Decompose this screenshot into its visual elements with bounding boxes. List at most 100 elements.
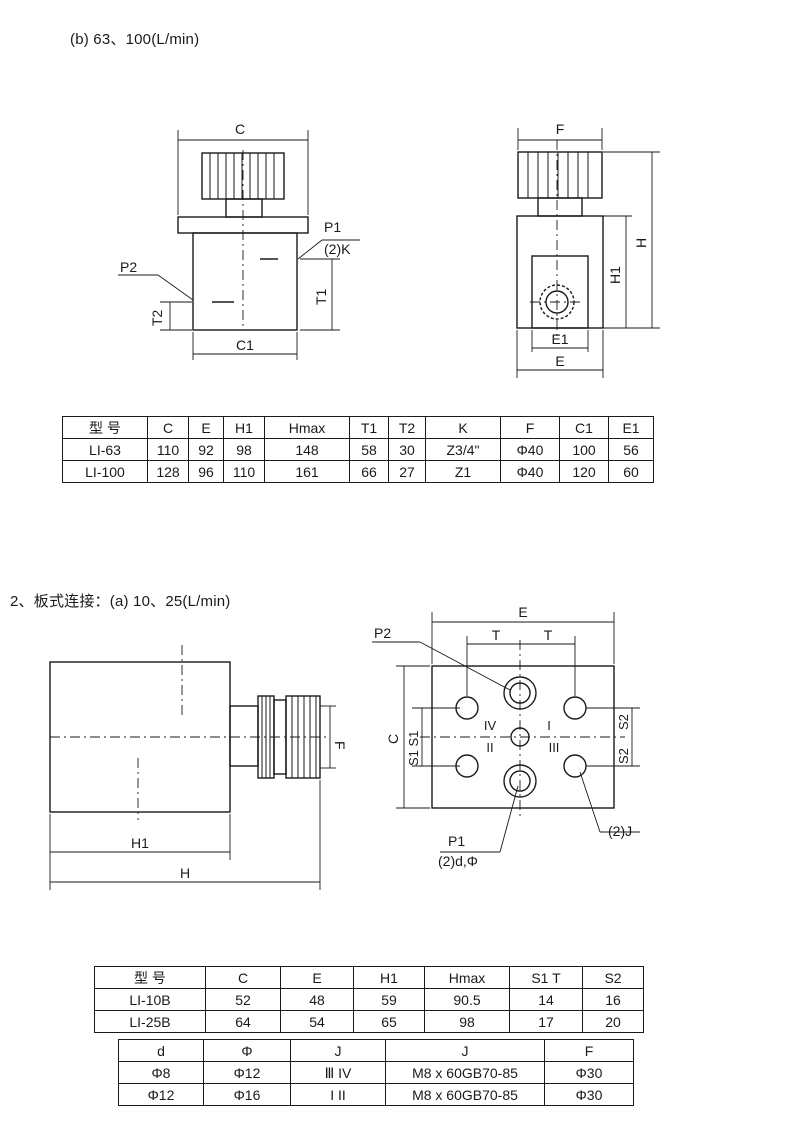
table-cell: Φ12 [203,1061,291,1084]
dim-label-T-left: T [492,627,501,643]
dim-label-C-2: C [385,734,401,744]
dim-label-E: E [555,353,564,369]
table-cell: 58 [349,438,389,461]
table-cell: M8 x 60GB70-85 [385,1083,545,1106]
table-header-cell: C1 [559,416,609,439]
table-cell: 110 [223,460,265,483]
port-label-IV: IV [484,718,497,733]
dim-label-S1: S1 S1 [406,731,421,766]
table-row: LI-10B 52 48 59 90.5 14 16 [94,988,644,1011]
table-header-cell: C [147,416,189,439]
table-cell: 90.5 [424,988,510,1011]
label-P2-plate: P2 [374,625,391,641]
table-cell: 59 [353,988,425,1011]
table-cell: 48 [280,988,354,1011]
plate-valve-body [49,661,231,813]
dim-label-S2-lower: S2 [616,748,631,764]
table-cell: 92 [188,438,224,461]
table-row: Φ8 Φ12 Ⅲ IV M8 x 60GB70-85 Φ30 [118,1061,634,1084]
dim-label-H1-2: H1 [131,835,149,851]
table-header-cell: J [290,1039,386,1062]
table-cell: 98 [223,438,265,461]
table-cell: Φ30 [544,1061,634,1084]
table-header-cell: E [188,416,224,439]
table-cell: Φ16 [203,1083,291,1106]
dim-label-T2: T2 [149,309,165,326]
table-cell: 66 [349,460,389,483]
table-header-cell: S1 T [509,966,583,989]
port-label-I: I [547,718,551,733]
table-cell: Z1 [425,460,501,483]
table-row: LI-25B 64 54 65 98 17 20 [94,1010,644,1033]
label-d-phi: (2)d,Φ [438,853,478,869]
table-header-cell: E [280,966,354,989]
table-cell: 14 [509,988,583,1011]
dim-label-H: H [633,238,649,248]
table-header-cell: Hmax [424,966,510,989]
table-cell: 17 [509,1010,583,1033]
dim-label-H-2: H [180,865,190,881]
dim-label-E1: E1 [551,331,568,347]
table-cell: LI-25B [94,1010,206,1033]
dim-label-F: F [556,121,565,137]
table-row: Φ12 Φ16 I II M8 x 60GB70-85 Φ30 [118,1083,634,1106]
dim-label-T-right: T [544,627,553,643]
table-header-cell: S2 [582,966,644,989]
table-row: LI-63 110 92 98 148 58 30 Z3/4" Φ40 100 … [62,438,654,461]
table-cell: 65 [353,1010,425,1033]
table-cell: Φ40 [500,460,560,483]
table-cell: 16 [582,988,644,1011]
handwheel-stem [225,198,263,218]
table-cell: 100 [559,438,609,461]
dim-label-C: C [235,121,245,137]
section-2-heading: 2、板式连接：(a) 10、25(L/min) [10,593,231,610]
table-cell: 54 [280,1010,354,1033]
section-b-heading: (b) 63、100(L/min) [70,31,200,48]
table-cell: Φ12 [118,1083,204,1106]
dim-label-T1: T1 [313,288,329,305]
mounting-plate [431,665,615,809]
port-label-III: III [549,740,560,755]
dim-label-C1: C1 [236,337,254,353]
table-cell: 98 [424,1010,510,1033]
table-cell: Ⅲ IV [290,1061,386,1084]
table-cell: 161 [264,460,350,483]
label-J: (2)J [608,823,632,839]
table-header-cell: Hmax [264,416,350,439]
table-cell: 110 [147,438,189,461]
label-P2: P2 [120,259,137,275]
table-header-cell: T1 [349,416,389,439]
dim-label-H1: H1 [607,266,623,284]
spec-table-b: 型 号 C E H1 Hmax T1 T2 K F C1 E1 LI-63 11… [62,416,654,483]
table-cell: Φ8 [118,1061,204,1084]
table-cell: 120 [559,460,609,483]
dim-label-S2-upper: S2 [616,714,631,730]
section-b-drawing: C C1 P1 (2)K P2 T1 T2 F E1 E H H1 [118,121,660,378]
table-cell: 30 [388,438,426,461]
table-header-cell: T2 [388,416,426,439]
table-cell: 64 [205,1010,281,1033]
spec-subtable-2: d Φ J J F Φ8 Φ12 Ⅲ IV M8 x 60GB70-85 Φ30… [118,1039,634,1106]
table-cell: 96 [188,460,224,483]
table-cell: 148 [264,438,350,461]
port-label-II: II [486,740,493,755]
table-header-cell: E1 [608,416,654,439]
label-P1-plate: P1 [448,833,465,849]
valve-body [192,232,298,331]
dim-label-E-2: E [518,604,527,620]
table-cell: M8 x 60GB70-85 [385,1061,545,1084]
table-header-cell: Φ [203,1039,291,1062]
table-cell: Φ30 [544,1083,634,1106]
table-header-cell: J [385,1039,545,1062]
table-header-row: d Φ J J F [118,1039,634,1062]
table-header-cell: d [118,1039,204,1062]
table-header-cell: F [500,416,560,439]
table-header-cell: F [544,1039,634,1062]
spec-table-2: 型 号 C E H1 Hmax S1 T S2 LI-10B 52 48 59 … [94,966,644,1033]
table-cell: Z3/4" [425,438,501,461]
table-header-row: 型 号 C E H1 Hmax T1 T2 K F C1 E1 [62,416,654,439]
table-header-row: 型 号 C E H1 Hmax S1 T S2 [94,966,644,989]
table-cell: I II [290,1083,386,1106]
table-row: LI-100 128 96 110 161 66 27 Z1 Φ40 120 6… [62,460,654,483]
table-cell: 128 [147,460,189,483]
